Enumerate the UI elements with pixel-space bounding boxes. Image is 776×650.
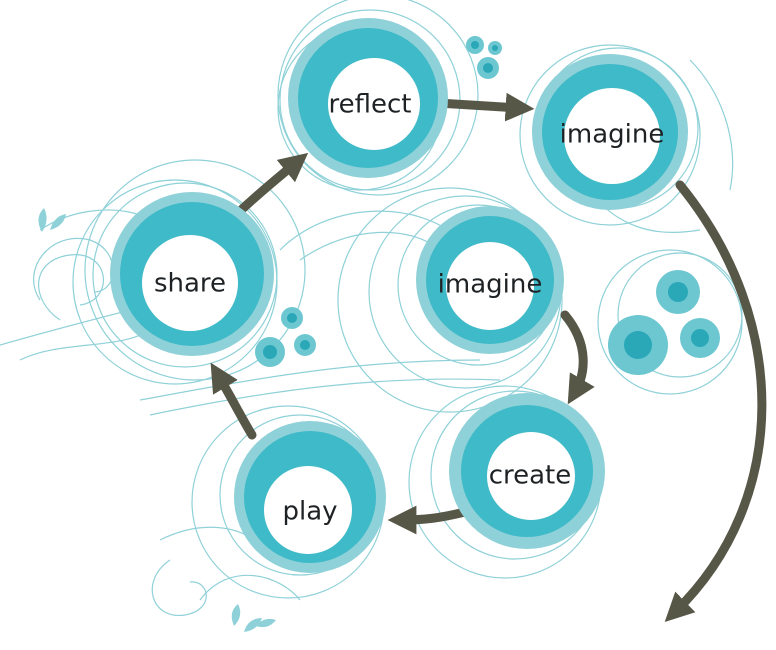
- node-create: create: [449, 393, 605, 549]
- arrow-create-to-play: [387, 505, 470, 535]
- node-imagine-top: imagine: [532, 54, 688, 210]
- arrow-imagine-to-bottom: [664, 180, 767, 623]
- node-label-reflect: reflect: [329, 90, 412, 120]
- node-label-create: create: [489, 461, 572, 491]
- node-imagine-center: imagine: [416, 206, 564, 354]
- flower-cluster-top: [466, 36, 502, 79]
- flower-cluster-left: [255, 307, 316, 367]
- node-share: share: [110, 192, 274, 356]
- node-label-share: share: [154, 269, 226, 299]
- arrow-share-to-reflect: [233, 152, 309, 218]
- node-label-play: play: [282, 497, 337, 527]
- node-label-imagine-top: imagine: [560, 120, 665, 150]
- node-play: play: [234, 421, 386, 573]
- node-reflect: reflect: [288, 18, 448, 178]
- flower-cluster-right: [608, 270, 720, 375]
- node-label-imagine-center: imagine: [438, 270, 543, 300]
- arrow-reflect-to-imagine: [433, 92, 535, 122]
- arrow-imagine-to-create: [560, 310, 595, 405]
- cycle-arrows: [210, 92, 767, 623]
- arrow-play-to-share: [210, 362, 257, 440]
